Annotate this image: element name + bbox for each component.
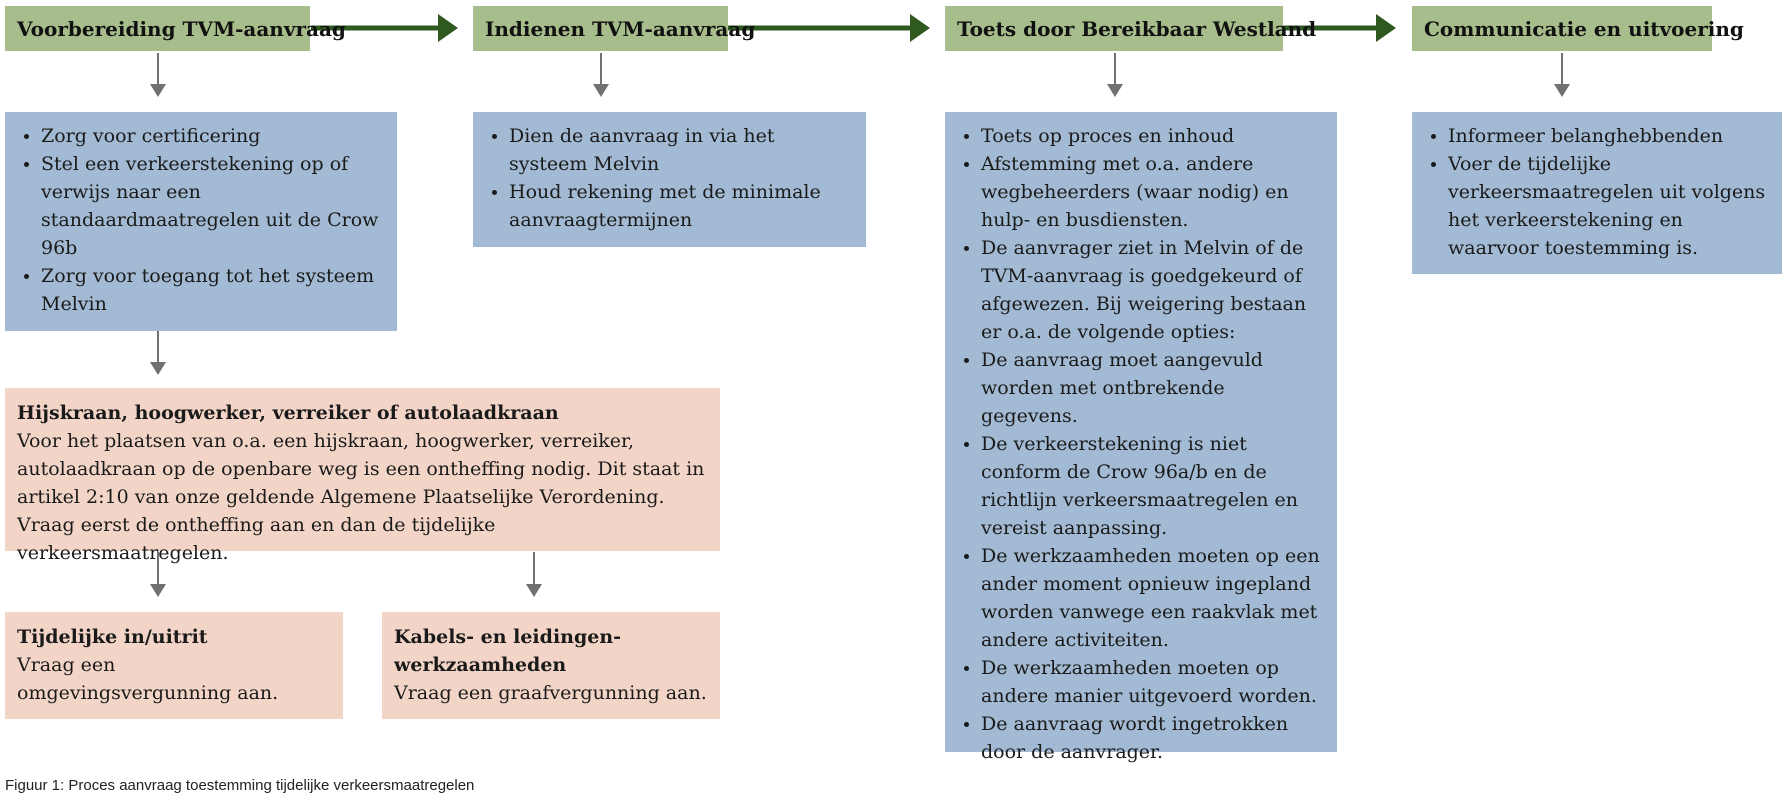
list-item: De aanvrager ziet in Melvin of de TVM-aa…	[981, 234, 1325, 346]
list-item: Toets op proces en inhoud	[981, 122, 1325, 150]
detail-list: Toets op proces en inhoud Afstemming met…	[957, 122, 1325, 766]
list-item: Informeer belanghebbenden	[1448, 122, 1770, 150]
detail-box-review: Toets op proces en inhoud Afstemming met…	[945, 112, 1337, 763]
list-item: Dien de aanvraag in via het systeem Melv…	[509, 122, 854, 178]
list-item: De aanvraag wordt ingetrokken door de aa…	[981, 710, 1325, 766]
list-item: Afstemming met o.a. andere wegbeheerders…	[981, 150, 1325, 234]
list-item: De werkzaamheden moeten op andere manier…	[981, 654, 1325, 710]
detail-box-submit: Dien de aanvraag in via het systeem Melv…	[473, 112, 866, 247]
list-item: Stel een verkeerstekening op of verwijs …	[41, 150, 385, 262]
note-box-crane: Hijskraan, hoogwerker, verreiker of auto…	[5, 388, 720, 564]
detail-box-preparation: Zorg voor certificering Stel een verkeer…	[5, 112, 397, 331]
list-item: Voer de tijdelijke verkeersmaatregelen u…	[1448, 150, 1770, 262]
list-item: De werkzaamheden moeten op een ander mom…	[981, 542, 1325, 654]
green-arrow-2	[728, 14, 930, 42]
step-header-submit: Indienen TVM-aanvraag	[473, 6, 755, 51]
step-title: Toets door Bereikbaar Westland	[957, 16, 1317, 41]
note-text: Voor het plaatsen van o.a. een hijskraan…	[17, 430, 705, 564]
note-text: Vraag een omgevingsvergunning aan.	[17, 654, 279, 704]
down-arrow-submit	[593, 53, 609, 97]
down-arrow-cables	[526, 552, 542, 597]
step-header-review: Toets door Bereikbaar Westland	[945, 6, 1316, 51]
detail-box-communication: Informeer belanghebbenden Voer de tijdel…	[1412, 112, 1782, 274]
down-arrow-review	[1107, 53, 1123, 97]
figure-caption: Figuur 1: Proces aanvraag toestemming ti…	[5, 777, 475, 794]
note-title: Hijskraan, hoogwerker, verreiker of auto…	[17, 402, 559, 424]
down-arrow-crane	[150, 331, 166, 375]
list-item: De verkeerstekening is niet conform de C…	[981, 430, 1325, 542]
note-title: Tijdelijke in/uitrit	[17, 626, 208, 648]
detail-list: Zorg voor certificering Stel een verkeer…	[17, 122, 385, 318]
list-item: Zorg voor toegang tot het systeem Melvin	[41, 262, 385, 318]
step-header-preparation: Voorbereiding TVM-aanvraag	[5, 6, 346, 51]
step-title: Voorbereiding TVM-aanvraag	[17, 16, 346, 41]
list-item: Zorg voor certificering	[41, 122, 385, 150]
detail-list: Informeer belanghebbenden Voer de tijdel…	[1424, 122, 1770, 262]
green-arrow-3	[1283, 14, 1396, 42]
list-item: De aanvraag moet aangevuld worden met on…	[981, 346, 1325, 430]
down-arrow-entrance	[150, 552, 166, 597]
detail-list: Dien de aanvraag in via het systeem Melv…	[485, 122, 854, 234]
step-title: Communicatie en uitvoering	[1424, 16, 1744, 41]
note-title: Kabels- en leidingen-werkzaamheden	[394, 626, 622, 676]
note-text: Vraag een graafvergunning aan.	[394, 682, 707, 704]
list-item: Houd rekening met de minimale aanvraagte…	[509, 178, 854, 234]
step-header-communication: Communicatie en uitvoering	[1412, 6, 1744, 51]
note-box-cables: Kabels- en leidingen-werkzaamheden Vraag…	[382, 612, 720, 719]
note-box-entrance: Tijdelijke in/uitrit Vraag een omgevings…	[5, 612, 343, 719]
down-arrow-comm	[1554, 53, 1570, 97]
green-arrow-1	[311, 14, 458, 42]
down-arrow-prep	[150, 53, 166, 97]
step-title: Indienen TVM-aanvraag	[485, 16, 756, 41]
